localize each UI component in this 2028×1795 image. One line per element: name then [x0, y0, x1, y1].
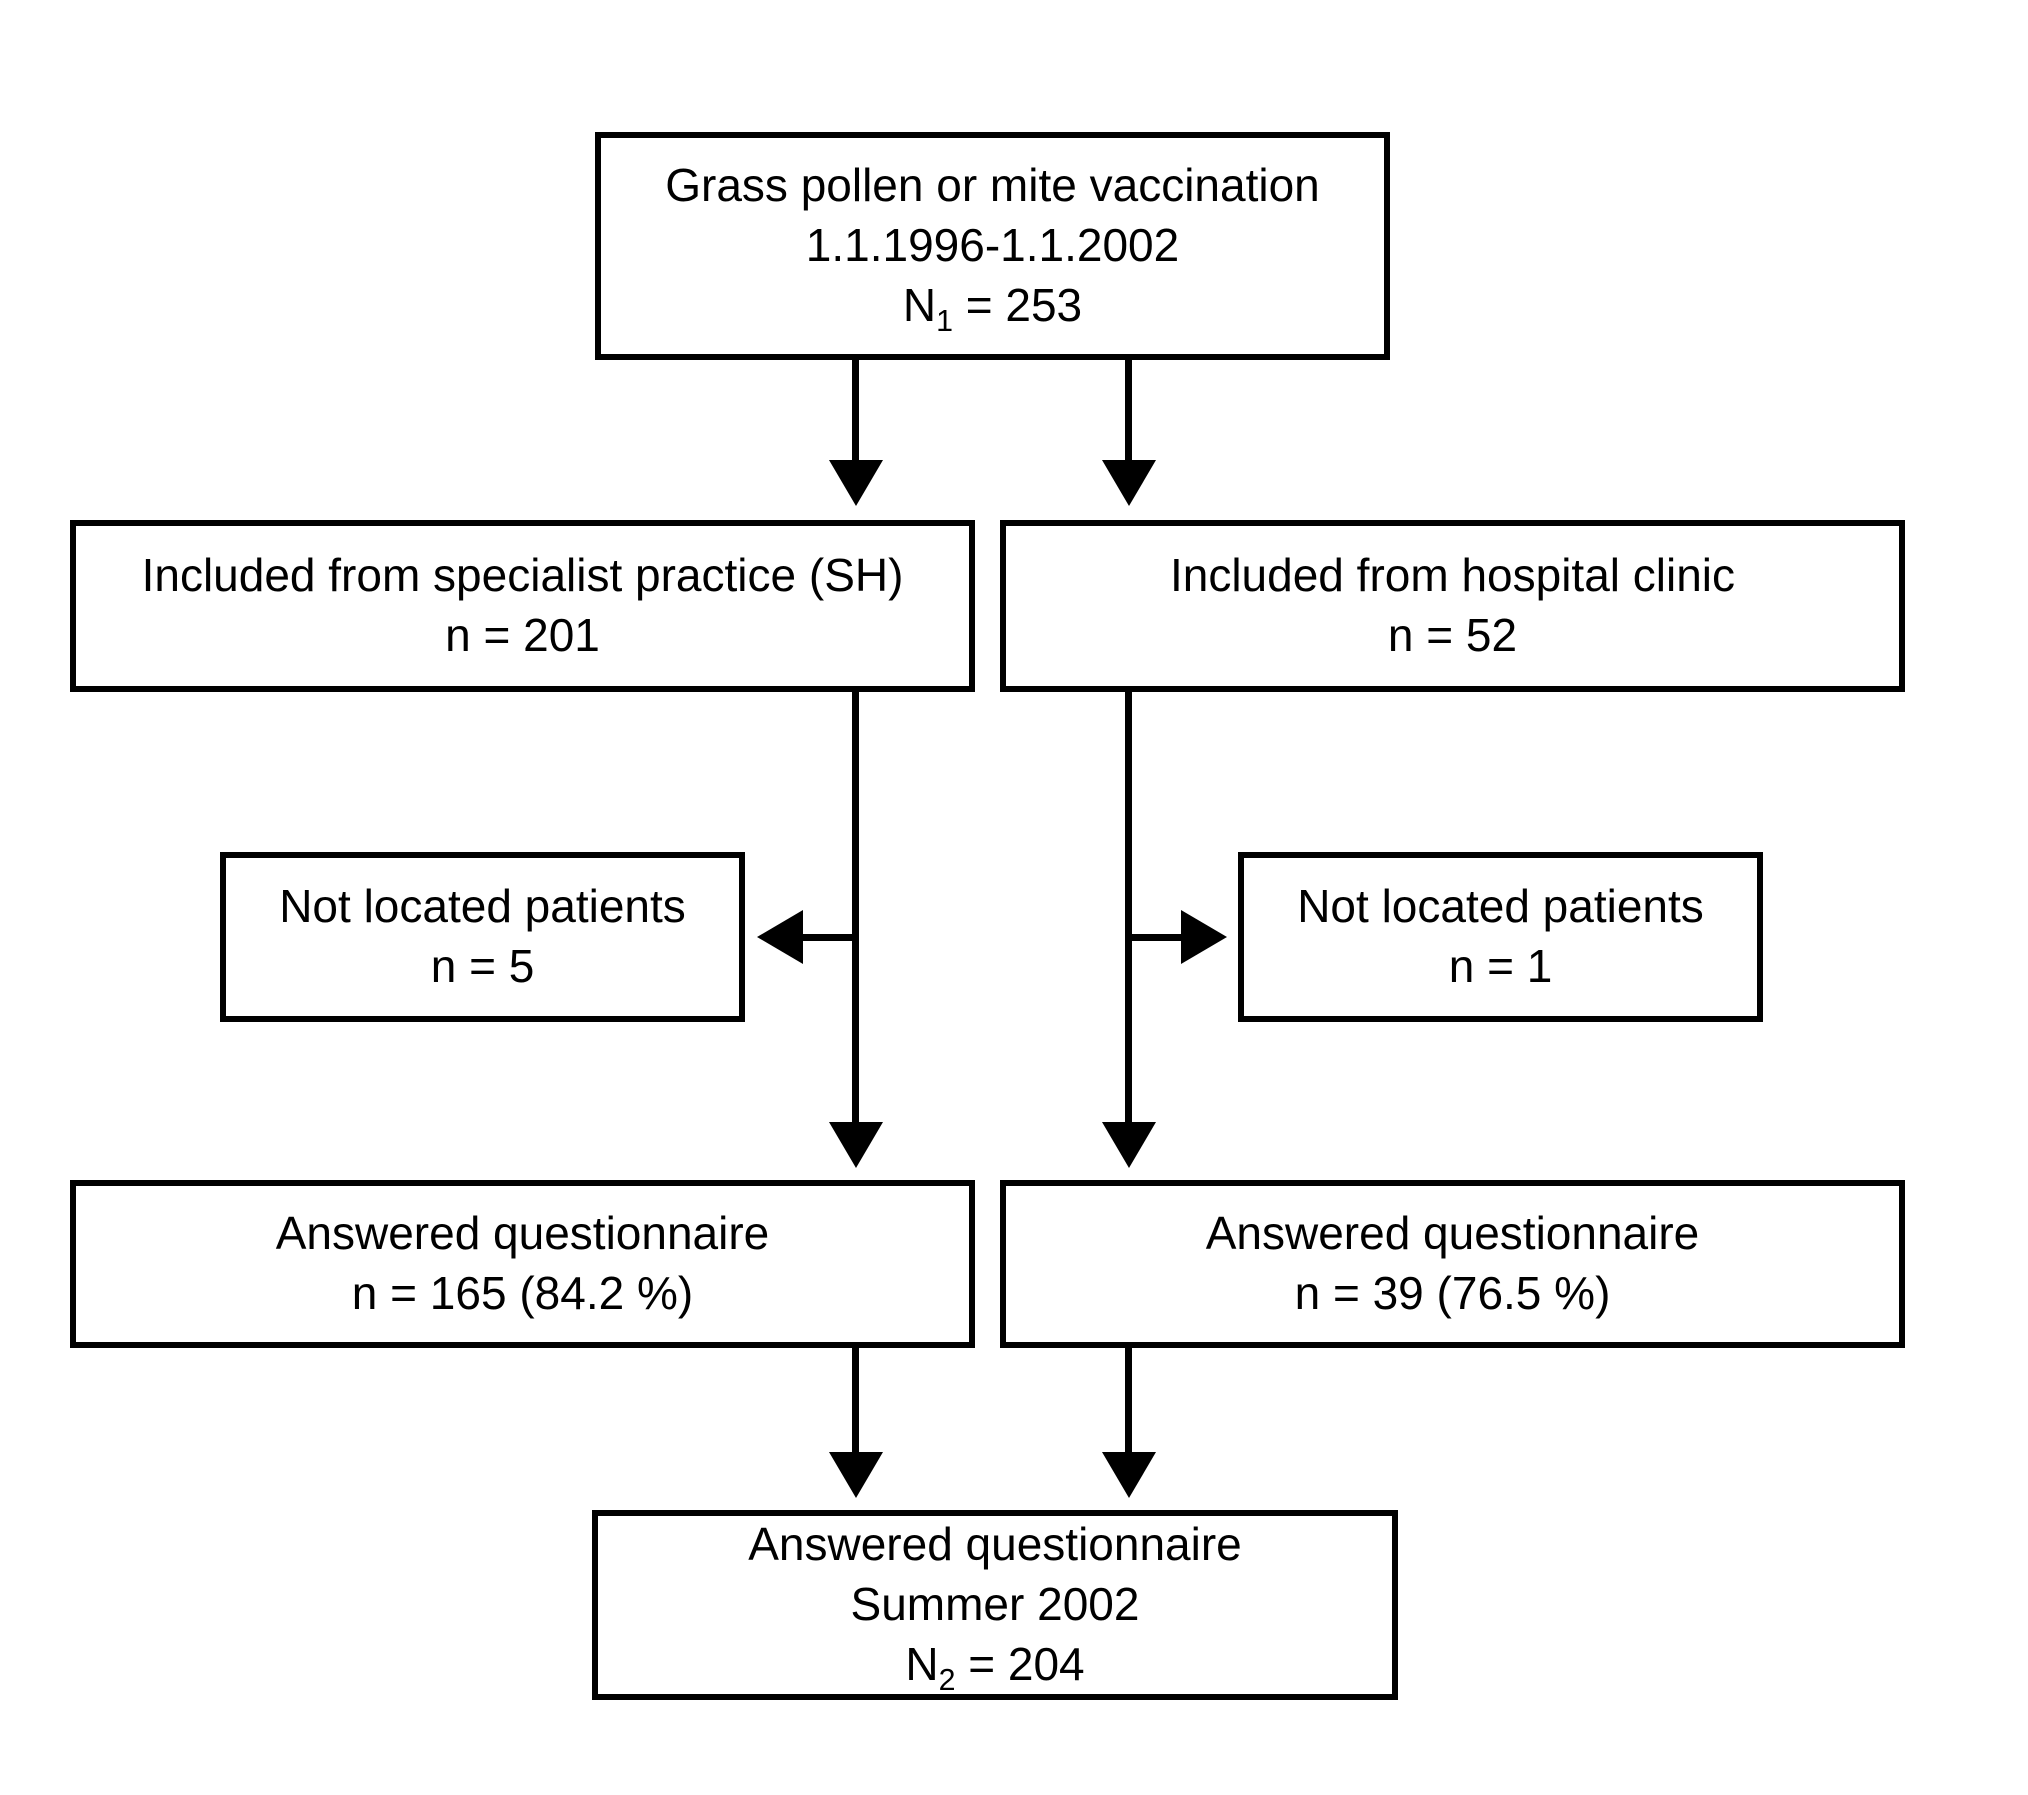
node-enrollment-n-value: = 253 [952, 278, 1083, 331]
node-not-located-right-line-1: Not located patients [1297, 880, 1704, 933]
edge-hospital-to-answered-arrowhead [1102, 1122, 1156, 1168]
node-answered-left: Answered questionnaire n = 165 (84.2 %) [70, 1180, 975, 1348]
node-answered-total-n-value: = 204 [955, 1637, 1085, 1690]
node-enrollment-n-subscript: 1 [936, 305, 953, 339]
node-answered-total-line-1: Answered questionnaire [748, 1518, 1242, 1571]
edge-answeredright-to-total-arrowhead [1102, 1452, 1156, 1498]
node-answered-left-line-1: Answered questionnaire [275, 1207, 770, 1260]
node-answered-total-line-3: N2 = 204 [905, 1635, 1085, 1698]
node-enrollment-line-1: Grass pollen or mite vaccination [665, 159, 1320, 212]
node-specialist-practice-line-2: n = 201 [445, 609, 600, 661]
node-answered-right-line-1: Answered questionnaire [1205, 1207, 1700, 1260]
node-answered-right-line-2: n = 39 (76.5 %) [1294, 1267, 1611, 1319]
node-hospital-clinic: Included from hospital clinic n = 52 [1000, 520, 1905, 692]
node-answered-total-n-subscript: 2 [938, 1664, 956, 1698]
node-enrollment-line-3: N1 = 253 [902, 276, 1083, 339]
edge-hospital-to-notlocated-arrowhead [1181, 910, 1227, 964]
node-answered-total-n-symbol: N [905, 1637, 939, 1690]
node-not-located-left: Not located patients n = 5 [220, 852, 745, 1022]
node-not-located-left-line-1: Not located patients [279, 880, 686, 933]
edge-enrollment-to-specialist-arrowhead [829, 460, 883, 506]
node-enrollment-n-symbol: N [902, 278, 937, 331]
node-specialist-practice: Included from specialist practice (SH) n… [70, 520, 975, 692]
node-answered-left-line-2: n = 165 (84.2 %) [351, 1267, 694, 1319]
node-answered-right: Answered questionnaire n = 39 (76.5 %) [1000, 1180, 1905, 1348]
node-answered-total: Answered questionnaire Summer 2002 N2 = … [592, 1510, 1398, 1700]
edge-answeredleft-to-total-line [852, 1348, 859, 1453]
edge-specialist-to-notlocated-arrowhead [757, 910, 803, 964]
node-enrollment: Grass pollen or mite vaccination 1.1.199… [595, 132, 1390, 360]
node-hospital-clinic-line-2: n = 52 [1387, 609, 1518, 661]
edge-specialist-to-notlocated-line [803, 934, 856, 941]
node-not-located-left-line-2: n = 5 [430, 940, 535, 992]
edge-answeredleft-to-total-arrowhead [829, 1452, 883, 1498]
node-not-located-right-line-2: n = 1 [1448, 940, 1553, 992]
edge-hospital-to-notlocated-line [1128, 934, 1181, 941]
edge-enrollment-to-specialist-line [852, 360, 859, 462]
node-answered-total-line-2: Summer 2002 [850, 1578, 1140, 1631]
node-not-located-right: Not located patients n = 1 [1238, 852, 1763, 1022]
node-enrollment-line-2: 1.1.1996-1.1.2002 [805, 219, 1180, 272]
edge-specialist-to-answered-line [852, 692, 859, 1122]
edge-enrollment-to-hospital-line [1125, 360, 1132, 462]
edge-enrollment-to-hospital-arrowhead [1102, 460, 1156, 506]
edge-specialist-to-answered-arrowhead [829, 1122, 883, 1168]
node-hospital-clinic-line-1: Included from hospital clinic [1169, 549, 1736, 602]
edge-answeredright-to-total-line [1125, 1348, 1132, 1453]
edge-hospital-to-answered-line [1125, 692, 1132, 1122]
node-specialist-practice-line-1: Included from specialist practice (SH) [141, 549, 904, 602]
